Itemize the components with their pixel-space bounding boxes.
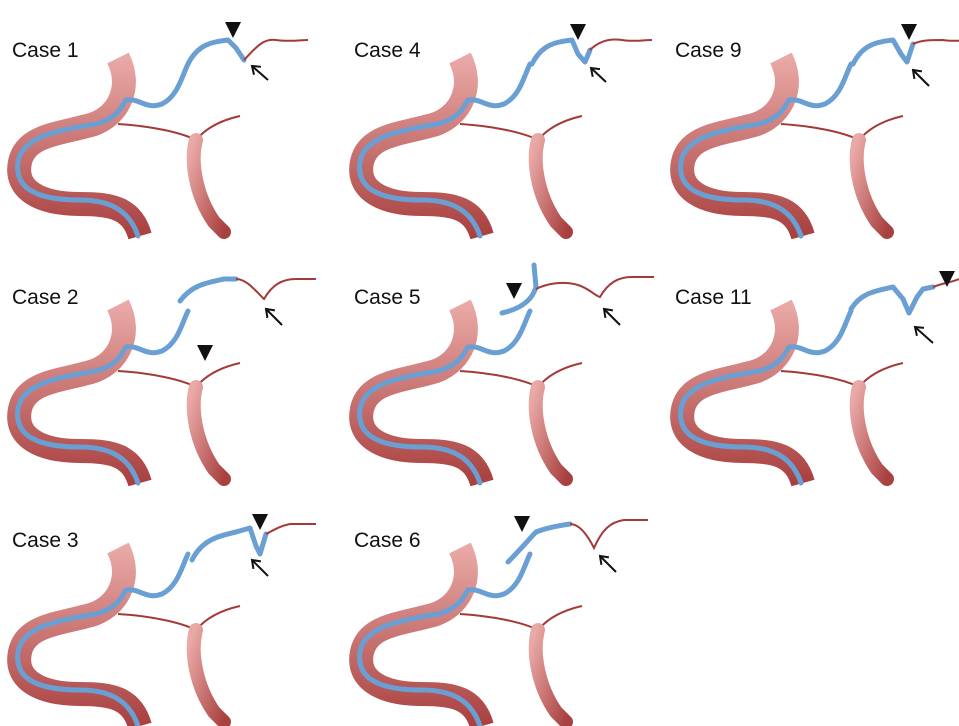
arrowhead-marker-icon [225,22,241,38]
secondary-vessel [857,140,887,232]
panel-case-3: Case 3 [12,514,316,726]
distal-artery [913,40,959,44]
arrowhead-marker-icon [901,24,917,40]
catheter-tip [180,279,236,301]
catheter-tip [508,524,570,562]
panel-case-1: Case 1 [12,22,308,236]
catheter-tip [188,40,244,64]
branch-vessel [460,606,582,630]
catheter-tip [532,40,590,64]
arrow-marker-icon [266,309,282,325]
case-title: Case 6 [354,529,421,552]
secondary-vessel [194,387,224,479]
distal-artery [570,520,648,548]
arrow-marker-icon [252,560,268,576]
arrowhead-marker-icon [197,345,213,361]
branch-vessel [460,363,582,387]
case-title: Case 3 [12,529,79,552]
arrow-marker-icon [913,70,929,86]
case-title: Case 9 [675,39,742,62]
panel-case-6: Case 6 [354,516,648,726]
arrow-marker-icon [604,309,620,325]
secondary-vessel [857,387,887,479]
branch-vessel [118,363,240,387]
distal-artery [236,279,316,299]
panel-case-2: Case 2 [12,279,316,483]
case-title: Case 5 [354,286,421,309]
arrow-marker-icon [600,556,616,572]
case-title: Case 2 [12,286,79,309]
arrowhead-marker-icon [252,514,268,530]
panel-case-9: Case 9 [675,24,959,236]
distal-artery [266,524,316,534]
secondary-vessel [536,140,566,232]
secondary-vessel [536,387,566,479]
panel-case-4: Case 4 [354,24,652,236]
branch-vessel [460,116,582,140]
distal-artery [590,39,652,50]
secondary-vessel [194,140,224,232]
distal-artery [536,277,654,297]
catheter-tip [853,40,913,64]
arrowhead-marker-icon [506,283,522,299]
distal-artery [244,40,308,60]
panel-case-5: Case 5 [354,265,654,483]
catheter-tip [192,528,266,560]
case-title: Case 11 [675,286,752,309]
case-title: Case 4 [354,39,421,62]
branch-vessel [781,116,903,140]
secondary-vessel [194,630,224,722]
branch-vessel [118,606,240,630]
branch-vessel [781,363,903,387]
secondary-vessel [536,630,566,722]
panel-case-11: Case 11 [675,271,959,483]
arrowhead-marker-icon [514,516,530,532]
branch-vessel [118,116,240,140]
catheter-tip [851,287,933,313]
case-title: Case 1 [12,39,79,62]
